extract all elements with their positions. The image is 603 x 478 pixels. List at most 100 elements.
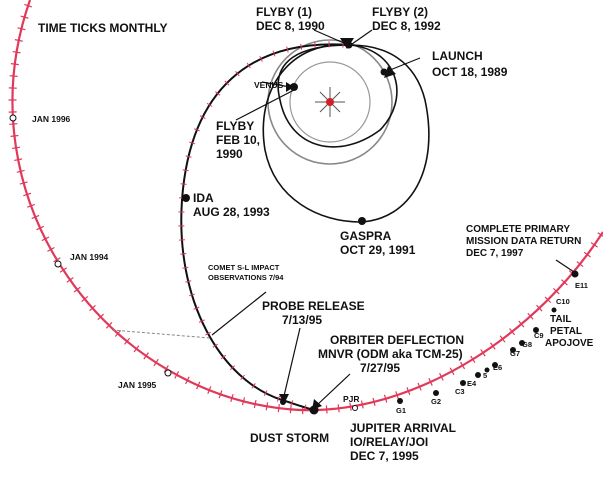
tick-mark xyxy=(597,232,603,237)
tick-mark xyxy=(188,293,195,297)
tick-mark xyxy=(490,342,496,350)
tick-mark xyxy=(286,46,289,53)
trajectory-ticks xyxy=(178,41,344,411)
tick-mark xyxy=(406,387,411,396)
orbit-marker-c3 xyxy=(460,380,466,386)
tick-mark xyxy=(193,306,200,310)
tick-mark xyxy=(193,128,200,132)
flyby-arrow xyxy=(340,38,354,49)
tick-mark xyxy=(229,365,235,371)
jan1995-label: JAN 1995 xyxy=(118,380,157,390)
orbit-marker-5 xyxy=(484,367,490,373)
tick-mark xyxy=(105,322,113,329)
tick-mark xyxy=(360,400,364,409)
orbit-label: E11 xyxy=(575,281,588,290)
tick-mark xyxy=(133,345,140,353)
ida-date: AUG 28, 1993 xyxy=(193,205,270,219)
flyby2-label: FLYBY (2) xyxy=(372,5,428,19)
tick-mark xyxy=(272,50,276,57)
trajectory-loop-gaspra xyxy=(262,43,430,223)
tick-mark xyxy=(53,257,61,263)
tick-mark xyxy=(207,386,212,395)
tick-mark xyxy=(303,404,307,411)
tick-mark xyxy=(214,91,221,96)
pjr-marker xyxy=(352,405,358,411)
tick-mark xyxy=(561,279,568,286)
tick-mark xyxy=(289,405,292,414)
launch-date: OCT 18, 1989 xyxy=(432,65,508,79)
tick-mark xyxy=(24,3,33,8)
tick-mark xyxy=(163,365,169,373)
earth-orbit xyxy=(267,39,393,165)
tick-mark xyxy=(220,354,227,360)
tick-mark xyxy=(89,304,96,312)
tick-mark xyxy=(230,394,234,403)
petal-label: PETAL xyxy=(550,326,582,337)
tick-mark xyxy=(114,330,122,337)
tick-mark xyxy=(224,80,230,86)
tick-mark xyxy=(10,63,19,66)
tick-mark xyxy=(544,296,552,304)
tick-mark xyxy=(251,383,256,389)
tick-mark xyxy=(16,169,25,173)
orbit-label: C3 xyxy=(455,387,465,396)
tick-mark xyxy=(206,102,213,107)
tick-mark xyxy=(66,277,74,283)
orbiter-deflection-mnvr: MNVR (ODM aka TCM-25) xyxy=(318,347,463,361)
tick-mark xyxy=(480,349,486,357)
tick-mark xyxy=(182,266,189,269)
orbit-marker-g1 xyxy=(397,398,403,404)
tick-mark xyxy=(17,27,26,31)
apojove-label: APOJOVE xyxy=(545,338,594,349)
orbiter-deflection-label: ORBITER DEFLECTION xyxy=(330,333,464,347)
jupiter-arrival-label: JUPITER ARRIVAL xyxy=(350,421,456,435)
gaspra-date: OCT 29, 1991 xyxy=(340,243,416,257)
orbit-marker-c10 xyxy=(551,307,557,313)
tick-mark xyxy=(12,146,21,150)
tick-mark xyxy=(212,343,219,348)
tick-mark xyxy=(47,246,55,252)
orbit-label: E6 xyxy=(493,363,502,372)
tick-mark xyxy=(23,192,32,197)
tick-mark xyxy=(372,397,376,406)
tick-mark xyxy=(180,253,187,255)
tick-mark xyxy=(10,134,19,137)
tick-mark xyxy=(180,183,187,185)
flyby-feb-date: FEB 10, xyxy=(216,133,260,147)
pjr-label: PJR xyxy=(343,394,360,404)
ida-label: IDA xyxy=(193,191,214,205)
tick-mark xyxy=(41,236,50,242)
flyby-feb-year: 1990 xyxy=(216,147,243,161)
orbit-label: C9 xyxy=(534,331,544,340)
jupiter-orbit-arc xyxy=(11,0,603,412)
tail-label: TAIL xyxy=(550,314,571,325)
tick-mark xyxy=(499,335,506,343)
complete-date: DEC 7, 1997 xyxy=(466,248,524,259)
tick-mark xyxy=(240,374,245,380)
tick-mark xyxy=(527,312,534,320)
orbit-labels: G1 G2 C3 E4 5 E6 G7 G8 C9 C10 E11 xyxy=(396,281,588,415)
tick-mark xyxy=(218,390,223,399)
dust-storm-label: DUST STORM xyxy=(250,431,329,445)
comet-label: COMET S-L IMPACT xyxy=(208,263,280,272)
tick-mark xyxy=(439,372,444,381)
ida-marker xyxy=(182,194,190,202)
tick-mark xyxy=(27,203,36,208)
probe-release-date: 7/13/95 xyxy=(282,313,322,327)
tick-mark xyxy=(174,371,180,379)
tick-mark xyxy=(277,404,280,413)
orbit-label: G7 xyxy=(510,349,520,358)
tick-mark xyxy=(576,261,584,268)
venus-orbit xyxy=(289,61,371,143)
tick-mark xyxy=(509,328,516,336)
comet-date: OBSERVATIONS 7/94 xyxy=(208,273,284,282)
time-ticks-title: TIME TICKS MONTHLY xyxy=(38,21,168,35)
tick-mark xyxy=(428,378,433,386)
orbit-markers xyxy=(397,270,579,404)
tick-mark xyxy=(460,361,466,370)
gaspra-label: GASPRA xyxy=(340,229,392,243)
tick-mark xyxy=(536,304,543,312)
tick-mark xyxy=(14,158,23,162)
tick-mark xyxy=(9,123,18,125)
